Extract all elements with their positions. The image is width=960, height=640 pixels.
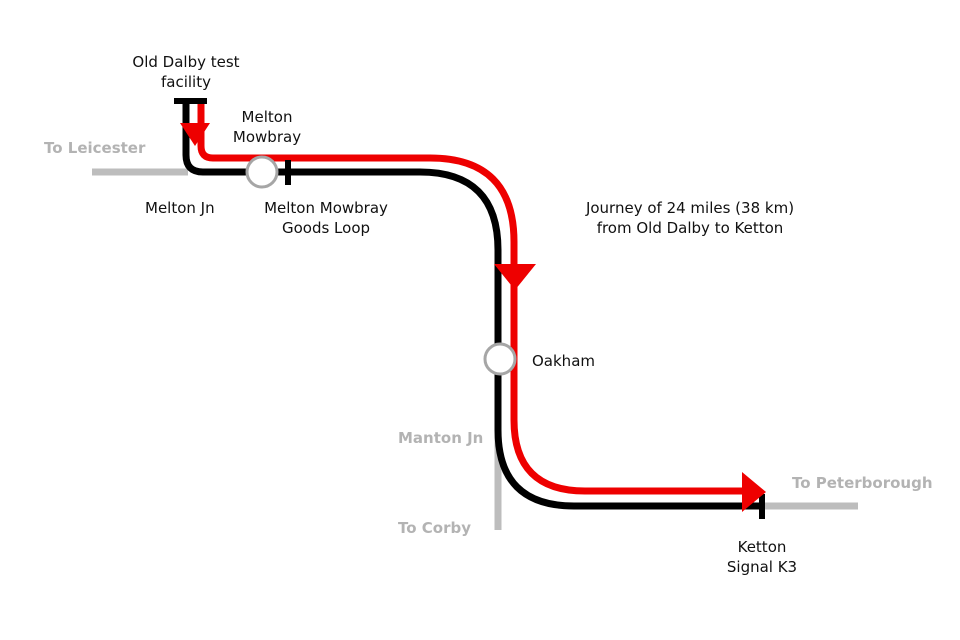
label-melton-jn: Melton Jn — [145, 199, 215, 217]
label-ketton: Ketton Signal K3 — [712, 537, 812, 577]
direction-arrow-2-icon — [494, 264, 536, 290]
station-oakham-icon — [483, 342, 517, 376]
label-to-leicester: To Leicester — [44, 139, 146, 157]
station-melton-mowbray-icon — [245, 155, 279, 189]
label-to-peterborough: To Peterborough — [792, 474, 933, 492]
label-goods-loop-line2: Goods Loop — [281, 219, 371, 237]
label-old-dalby-line2: facility — [161, 73, 211, 91]
label-ketton-line2: Signal K3 — [726, 558, 798, 576]
direction-arrow-1-icon — [180, 123, 210, 146]
label-goods-loop: Melton Mowbray Goods Loop — [252, 198, 400, 238]
track-line — [182, 101, 760, 510]
journey-summary-line2: from Old Dalby to Ketton — [596, 219, 784, 237]
journey-route-line — [197, 101, 752, 495]
label-goods-loop-line1: Melton Mowbray — [264, 199, 388, 217]
label-melton-mowbray-line1: Melton — [241, 108, 293, 126]
label-manton-jn: Manton Jn — [398, 429, 484, 447]
label-melton-mowbray: Melton Mowbray — [222, 107, 312, 147]
label-oakham: Oakham — [532, 352, 595, 370]
label-old-dalby-line1: Old Dalby test — [132, 53, 240, 71]
track-separator — [192, 101, 758, 500]
label-ketton-line1: Ketton — [737, 538, 787, 556]
label-to-corby: To Corby — [398, 519, 471, 537]
direction-arrow-3-icon — [742, 472, 766, 512]
journey-summary: Journey of 24 miles (38 km) from Old Dal… — [570, 198, 810, 238]
label-old-dalby: Old Dalby test facility — [120, 52, 252, 92]
label-melton-mowbray-line2: Mowbray — [232, 128, 302, 146]
journey-summary-line1: Journey of 24 miles (38 km) — [585, 199, 795, 217]
